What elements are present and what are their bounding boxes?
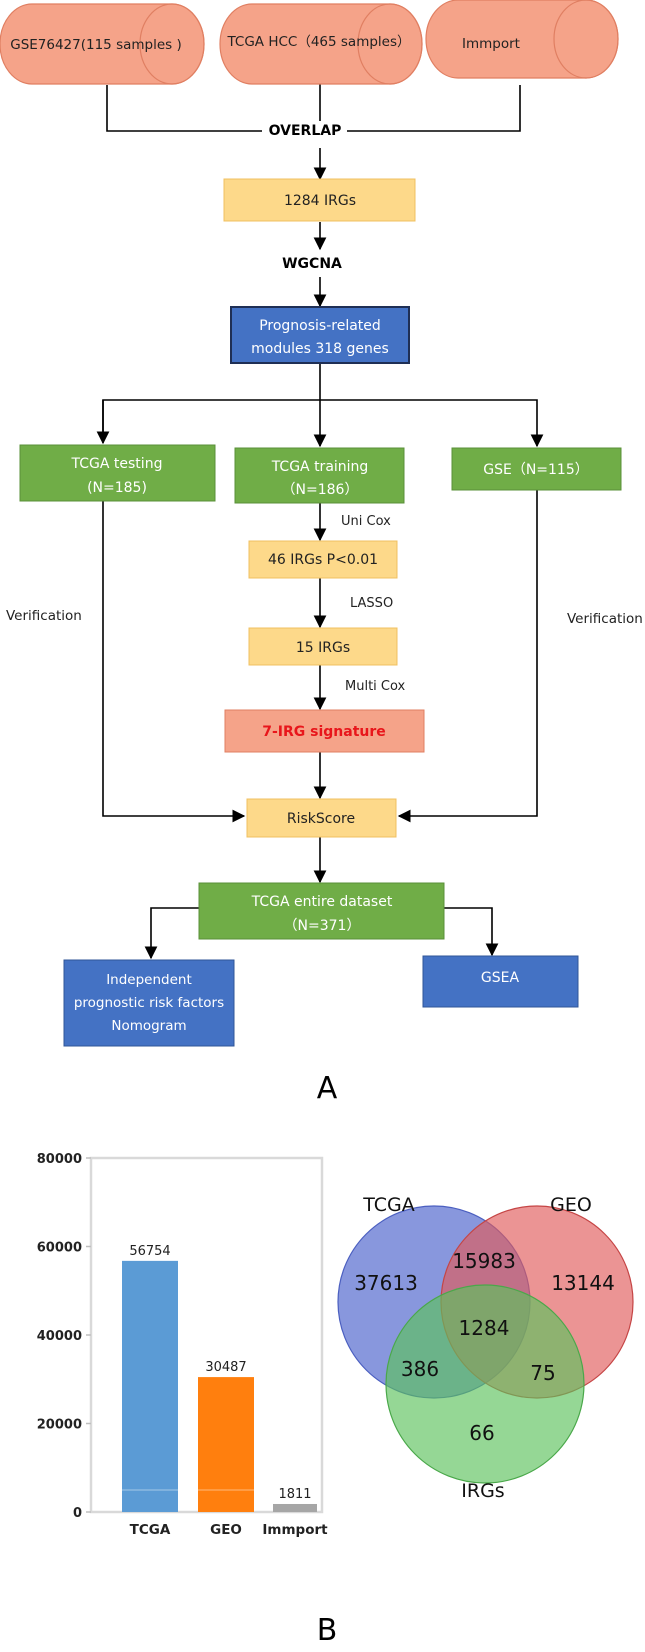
- box-label: 15 IRGs: [296, 640, 350, 656]
- box-label-line3: Nomogram: [111, 1018, 186, 1034]
- panel-b-label: B: [317, 1613, 338, 1648]
- box-label-line1: TCGA testing: [71, 456, 163, 472]
- box-label-line1: Independent: [106, 972, 192, 988]
- box-tcga-training: TCGA training （N=186）: [234, 447, 405, 504]
- overlap-label: OVERLAP: [269, 123, 342, 139]
- x-tick-label: TCGA: [130, 1522, 171, 1538]
- source-label: TCGA HCC（465 samples）: [226, 34, 410, 50]
- box-label-line1: TCGA training: [271, 459, 369, 475]
- box-label-line2: （N=371）: [284, 918, 361, 934]
- data-label: 1811: [278, 1487, 311, 1502]
- box-46-irgs: 46 IRGs P<0.01: [248, 540, 398, 579]
- verification-left-label: Verification: [6, 608, 82, 624]
- source-label: GSE76427(115 samples ): [10, 37, 182, 53]
- data-label: 30487: [205, 1360, 246, 1375]
- box-label: GSE（N=115）: [483, 462, 589, 478]
- y-tick-label: 40000: [37, 1329, 82, 1344]
- box-riskscore: RiskScore: [246, 798, 397, 838]
- box-15-irgs: 15 IRGs: [248, 627, 398, 666]
- box-7-irg-signature: 7-IRG signature: [224, 709, 425, 753]
- box-prognosis-modules: Prognosis-related modules 318 genes: [230, 306, 410, 364]
- box-label: GSEA: [481, 970, 520, 986]
- uni-cox-label: Uni Cox: [341, 514, 391, 529]
- box-1284-irgs: 1284 IRGs: [223, 178, 416, 222]
- venn-circle-irgs: [385, 1284, 585, 1484]
- flowchart: GSE76427(115 samples ) TCGA HCC（465 samp…: [0, 0, 643, 1106]
- y-tick-label: 20000: [37, 1418, 82, 1433]
- box-tcga-entire: TCGA entire dataset （N=371）: [198, 882, 445, 940]
- box-label-line2: (N=185): [87, 480, 147, 496]
- box-gse: GSE（N=115）: [451, 447, 622, 491]
- bar: [273, 1503, 317, 1512]
- venn-count: 1284: [459, 1316, 510, 1340]
- box-label: 1284 IRGs: [284, 193, 356, 209]
- multi-cox-label: Multi Cox: [345, 679, 406, 694]
- source-gse76427: GSE76427(115 samples ): [0, 3, 205, 85]
- venn-diagram: TCGA GEO IRGs 37613 15983 13144 1284 386…: [337, 1194, 634, 1502]
- box-gsea: GSEA: [422, 955, 579, 1008]
- box-label-line1: TCGA entire dataset: [251, 894, 393, 910]
- wgcna-label: WGCNA: [282, 256, 342, 272]
- panel-a-label: A: [317, 1071, 338, 1106]
- bar: [122, 1260, 178, 1512]
- source-tcga-hcc: TCGA HCC（465 samples）: [219, 3, 423, 85]
- box-label-line2: modules 318 genes: [251, 341, 389, 357]
- box-independent-factors: Independent prognostic risk factors Nomo…: [63, 959, 235, 1047]
- box-tcga-testing: TCGA testing (N=185): [19, 444, 216, 502]
- source-label: Immport: [462, 36, 520, 52]
- box-label: 7-IRG signature: [262, 724, 386, 740]
- source-immport: Immport: [425, 0, 619, 79]
- venn-set-label: IRGs: [461, 1480, 504, 1502]
- bar: [198, 1377, 254, 1512]
- data-label: 56754: [129, 1244, 170, 1259]
- venn-set-label: GEO: [550, 1194, 592, 1216]
- lasso-label: LASSO: [350, 596, 393, 611]
- box-label-line2: prognostic risk factors: [74, 995, 224, 1011]
- venn-count: 66: [469, 1421, 494, 1445]
- venn-count: 13144: [551, 1271, 615, 1295]
- box-label: RiskScore: [287, 811, 355, 827]
- box-label: 46 IRGs P<0.01: [268, 552, 378, 568]
- y-tick-label: 80000: [37, 1152, 82, 1167]
- venn-count: 15983: [452, 1249, 516, 1273]
- x-tick-label: Immport: [262, 1522, 328, 1538]
- venn-set-label: TCGA: [362, 1194, 414, 1216]
- box-label-line1: Prognosis-related: [259, 318, 381, 334]
- connector-lines: [96, 72, 544, 960]
- venn-count: 37613: [354, 1271, 418, 1295]
- verification-right-label: Verification: [567, 611, 643, 627]
- y-tick-label: 60000: [37, 1241, 82, 1256]
- venn-count: 386: [401, 1357, 439, 1381]
- y-tick-label: 0: [73, 1506, 82, 1521]
- venn-count: 75: [530, 1361, 555, 1385]
- x-tick-label: GEO: [210, 1522, 242, 1538]
- box-label-line2: （N=186）: [282, 482, 359, 498]
